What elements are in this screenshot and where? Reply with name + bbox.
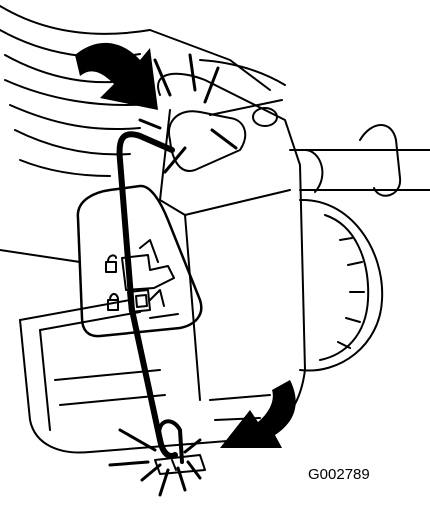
arrow-top-left bbox=[75, 43, 158, 110]
wheel bbox=[300, 200, 382, 371]
handle-bar bbox=[290, 125, 430, 196]
figure-code: G002789 bbox=[308, 466, 370, 483]
unlock-icon bbox=[106, 255, 116, 272]
deck-housing bbox=[20, 74, 305, 453]
arrow-bottom-right bbox=[220, 380, 296, 448]
decal-panel bbox=[78, 186, 201, 336]
